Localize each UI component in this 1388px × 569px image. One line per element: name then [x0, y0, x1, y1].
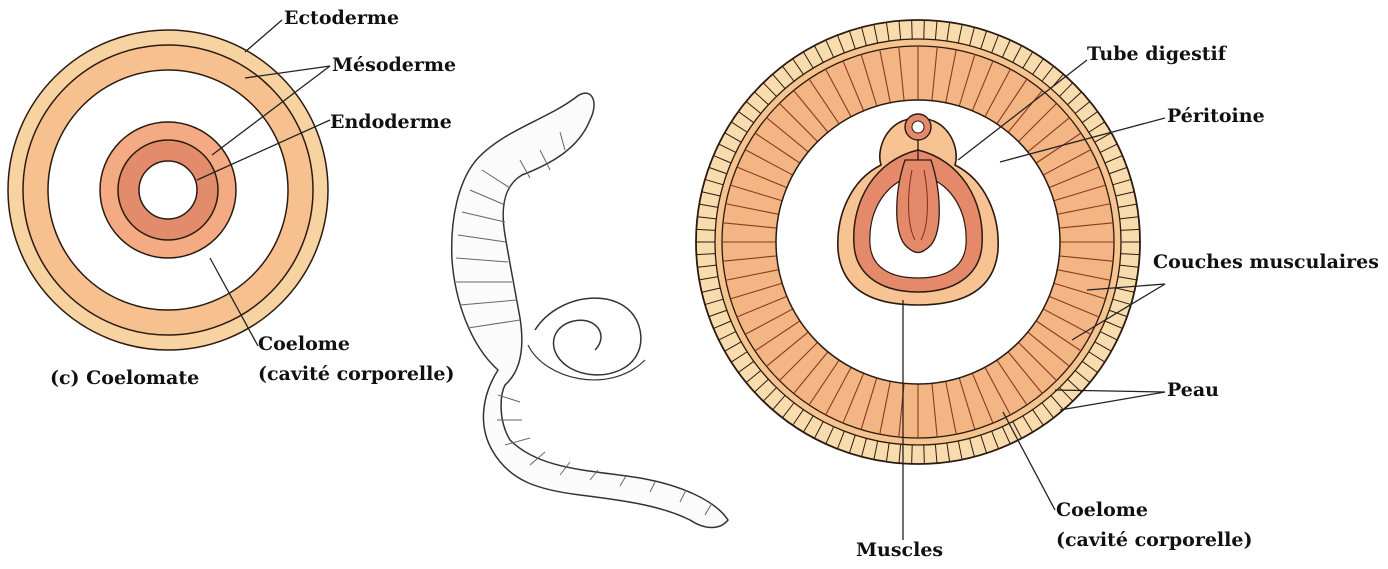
coelomate-schematic [8, 30, 328, 350]
label-peritoine: Péritoine [1167, 105, 1265, 127]
label-couches-musculaires: Couches musculaires [1153, 251, 1379, 273]
label-coelome-left: Coelome [258, 333, 350, 355]
gut-lumen [139, 161, 197, 219]
typhlosole [897, 160, 940, 253]
caption-coelomate: (c) Coelomate [50, 367, 199, 389]
earthworm-icon [452, 93, 728, 527]
earthworm-cross-section [696, 20, 1140, 464]
label-tube-digestif: Tube digestif [1087, 43, 1228, 65]
label-cavite-left: (cavité corporelle) [258, 363, 454, 385]
label-coelome-right: Coelome [1056, 499, 1148, 521]
label-muscles: Muscles [856, 539, 943, 561]
label-ectoderme: Ectoderme [284, 7, 399, 29]
label-cavite-right: (cavité corporelle) [1056, 529, 1252, 551]
label-endoderme: Endoderme [330, 111, 452, 133]
label-mesoderme: Mésoderme [332, 54, 456, 76]
label-peau: Peau [1167, 379, 1219, 401]
